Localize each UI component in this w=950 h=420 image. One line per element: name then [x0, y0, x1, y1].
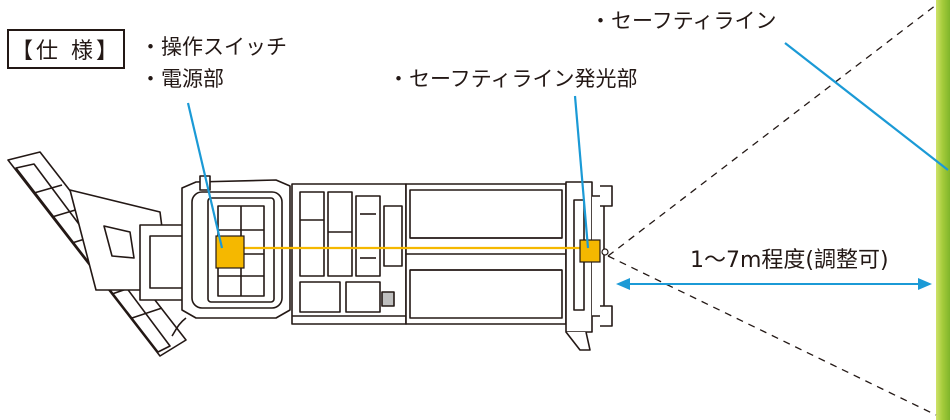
safety-line-lower — [607, 255, 937, 416]
distance-arrow — [616, 278, 932, 290]
safety-line-fan — [607, 4, 937, 416]
leader-safety-line — [784, 42, 949, 171]
label-safety-line: ・セーフティライン — [590, 9, 777, 33]
chassis — [291, 183, 407, 325]
spec-heading: 【仕 様】 — [7, 29, 125, 69]
fork-blade — [7, 151, 197, 357]
safety-line-upper — [607, 4, 937, 257]
label-distance: 1〜7m程度(調整可) — [690, 248, 889, 273]
label-control-switch: ・操作スイッチ — [140, 35, 287, 59]
safety-line-emitter — [579, 239, 601, 263]
floor-line-bar — [936, 0, 950, 420]
leader-lines — [186, 42, 949, 249]
emitter-lens — [601, 248, 609, 256]
label-power-unit: ・電源部 — [140, 67, 224, 91]
label-emitter: ・セーフティライン発光部 — [388, 67, 638, 91]
forklift-body — [7, 151, 613, 357]
battery-block — [405, 183, 567, 325]
counterweight — [565, 181, 613, 351]
leader-emitter — [573, 95, 590, 249]
leader-power — [186, 102, 224, 249]
